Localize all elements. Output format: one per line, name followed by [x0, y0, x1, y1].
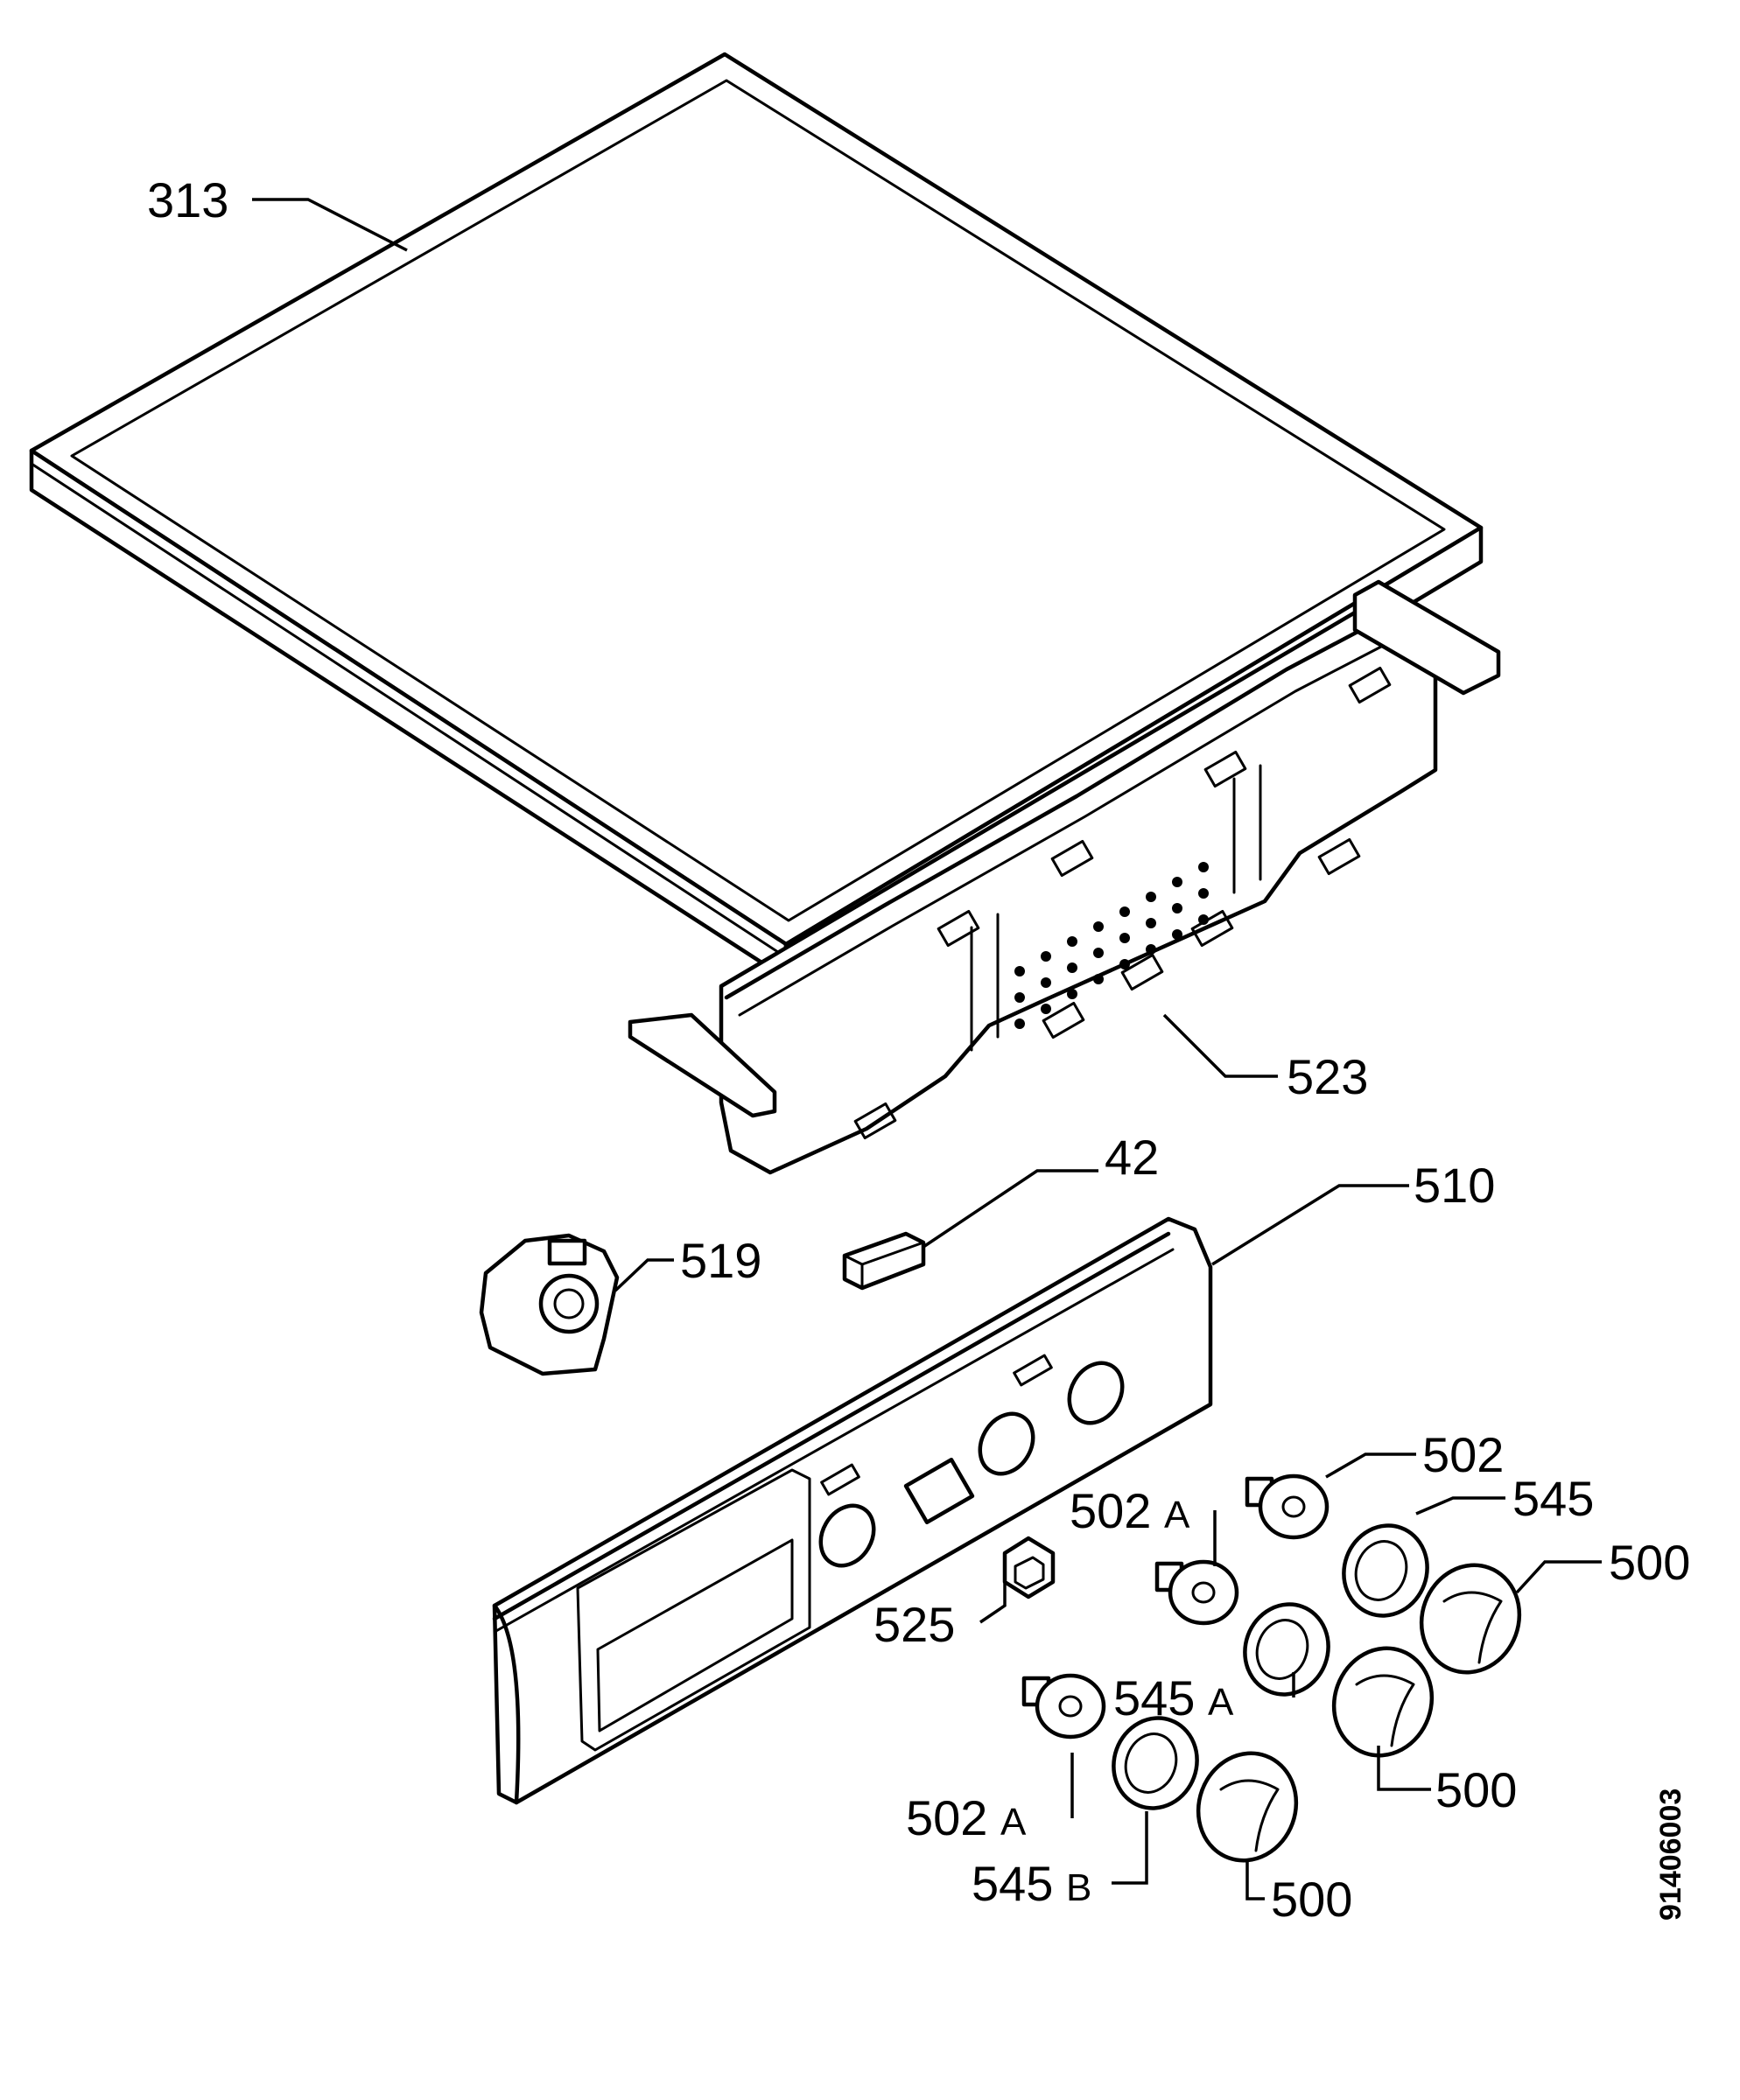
label-502a-low: 502 — [906, 1790, 987, 1845]
label-525: 525 — [874, 1597, 955, 1652]
label-519: 519 — [680, 1233, 761, 1288]
drawing-number: 91406003 — [1654, 1788, 1687, 1921]
leader-lines — [252, 198, 1602, 1900]
label-313: 313 — [147, 172, 228, 228]
control-panel-frame-part — [628, 579, 1501, 1175]
label-545b-low: 545 — [972, 1856, 1053, 1911]
label-545a-mid: 545 — [1113, 1670, 1195, 1726]
ring-top-part — [1342, 1523, 1429, 1618]
button-525-part — [1002, 1536, 1056, 1600]
label-42: 42 — [1105, 1130, 1159, 1185]
label-502a-mid-suffix: A — [1164, 1494, 1190, 1536]
label-545a-mid-suffix: A — [1208, 1681, 1234, 1724]
label-545-top: 545 — [1512, 1471, 1594, 1526]
label-502a-low-suffix: A — [1000, 1801, 1027, 1844]
label-500-low: 500 — [1271, 1872, 1352, 1927]
ring-mid-part — [1243, 1602, 1330, 1697]
spindle-low-part — [1021, 1673, 1106, 1740]
label-545b-low-suffix: B — [1066, 1866, 1091, 1909]
label-502a-mid: 502 — [1070, 1483, 1151, 1538]
spindle-top-part — [1245, 1474, 1330, 1540]
ring-low-part — [1112, 1716, 1199, 1810]
label-500-mid: 500 — [1435, 1762, 1517, 1817]
label-500-top: 500 — [1609, 1535, 1690, 1590]
knob-low-part — [1196, 1751, 1299, 1863]
knob-mid-part — [1331, 1646, 1435, 1758]
label-523: 523 — [1287, 1049, 1368, 1104]
label-510: 510 — [1414, 1158, 1495, 1213]
clip-part — [842, 1231, 926, 1291]
control-panel-part — [492, 1216, 1213, 1805]
knob-top-part — [1419, 1563, 1522, 1675]
bracket-part — [479, 1233, 620, 1376]
spindle-mid-part — [1154, 1559, 1239, 1626]
label-502-top: 502 — [1422, 1427, 1504, 1482]
